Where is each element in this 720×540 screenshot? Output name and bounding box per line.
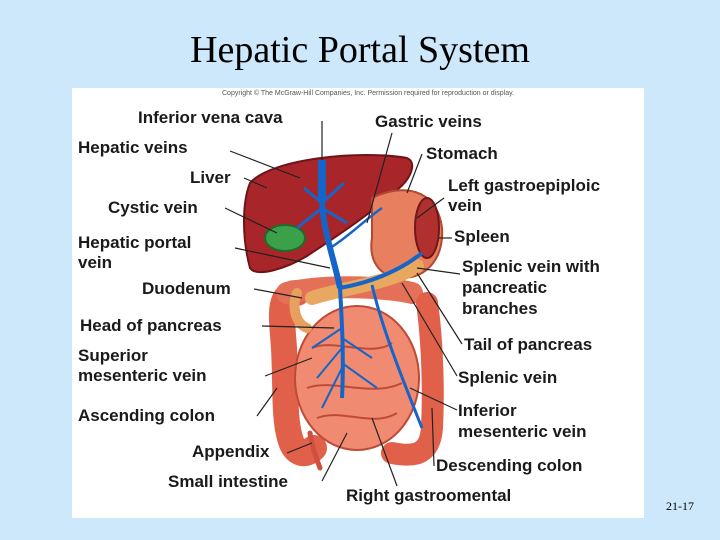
label-head-of-pancreas: Head of pancreas (80, 316, 222, 335)
label-hepatic-veins: Hepatic veins (78, 138, 188, 157)
label-splenic-vein-pancreatic-line2: pancreatic (462, 278, 548, 297)
ascending-colon-shape (269, 280, 327, 467)
label-duodenum: Duodenum (142, 279, 231, 298)
splenic-vein-shape (339, 251, 424, 290)
appendix-shape (307, 430, 323, 471)
hepatic-portal-illustration (224, 121, 463, 487)
spleen-shape (414, 197, 440, 259)
inferior-mesenteric-vein-shape (370, 284, 424, 429)
label-descending-colon: Descending colon (436, 456, 583, 475)
label-tail-of-pancreas: Tail of pancreas (464, 335, 593, 354)
label-superior-mesenteric-vein-line2: mesenteric vein (78, 366, 207, 385)
label-ascending-colon: Ascending colon (78, 406, 215, 425)
label-splenic-vein-pancreatic-line3: branches (462, 299, 538, 318)
gastric-veins-shape (329, 206, 383, 250)
copyright-notice: Copyright © The McGraw-Hill Companies, I… (222, 90, 515, 97)
hepatic-portal-vein-shape (319, 197, 343, 289)
diagram-panel: Copyright © The McGraw-Hill Companies, I… (72, 88, 644, 518)
gallbladder-shape (264, 224, 306, 252)
label-appendix: Appendix (192, 442, 270, 461)
leader-lines (224, 121, 463, 487)
label-superior-mesenteric-vein-line1: Superior (78, 346, 148, 365)
label-inferior-mesenteric-vein-line2: mesenteric vein (458, 422, 587, 441)
label-cystic-vein: Cystic vein (108, 198, 198, 217)
label-liver: Liver (190, 168, 231, 187)
label-left-gastroepiploic-vein-line1: Left gastroepiploic (448, 176, 601, 195)
label-splenic-vein-pancreatic-line1: Splenic vein with (462, 257, 600, 276)
label-small-intestine: Small intestine (168, 472, 288, 491)
superior-mesenteric-vein-shape (338, 287, 345, 399)
label-stomach: Stomach (426, 144, 498, 163)
label-hepatic-portal-vein-line2: vein (78, 253, 113, 272)
label-splenic-vein: Splenic vein (458, 368, 558, 387)
pancreas-shape (305, 259, 424, 305)
slide-title: Hepatic Portal System (190, 29, 530, 71)
label-inferior-mesenteric-vein-line1: Inferior (458, 401, 517, 420)
label-inferior-vena-cava: Inferior vena cava (138, 108, 283, 127)
label-left-gastroepiploic-vein-line2: vein (448, 196, 483, 215)
label-spleen: Spleen (454, 227, 510, 246)
label-right-gastroomental: Right gastroomental (346, 486, 512, 505)
label-hepatic-portal-vein-line1: Hepatic portal (78, 233, 192, 252)
duodenum-shape (289, 288, 312, 333)
slide-number: 21-17 (666, 499, 694, 513)
label-gastric-veins: Gastric veins (375, 112, 482, 131)
